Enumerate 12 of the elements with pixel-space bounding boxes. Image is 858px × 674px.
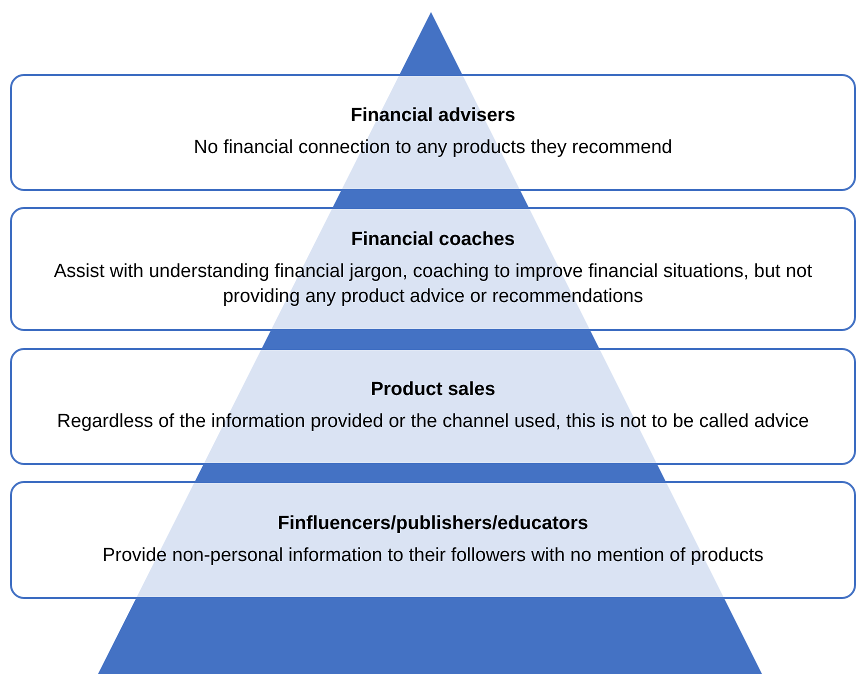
tier-heading: Financial coaches <box>351 228 515 252</box>
tier-box <box>10 348 856 465</box>
tier-heading: Product sales <box>370 378 496 402</box>
tier-heading: Financial advisers <box>350 104 516 128</box>
tier-description: Provide non-personal information to their followers with no mention of products <box>102 544 764 568</box>
tier-description: Regardless of the information provided or the channel used, this is not to be called advice <box>56 410 809 434</box>
tier-description: Assist with understanding financial jargon, coaching to improve financial situations, but not providing any product advice or recommendations <box>52 260 814 309</box>
tier-box <box>10 481 856 599</box>
tier-description: No financial connection to any products they recommend <box>194 136 672 160</box>
tier-heading: Finfluencers/publishers/educators <box>278 512 588 536</box>
tier-box <box>10 74 856 191</box>
tier-box <box>10 207 856 331</box>
